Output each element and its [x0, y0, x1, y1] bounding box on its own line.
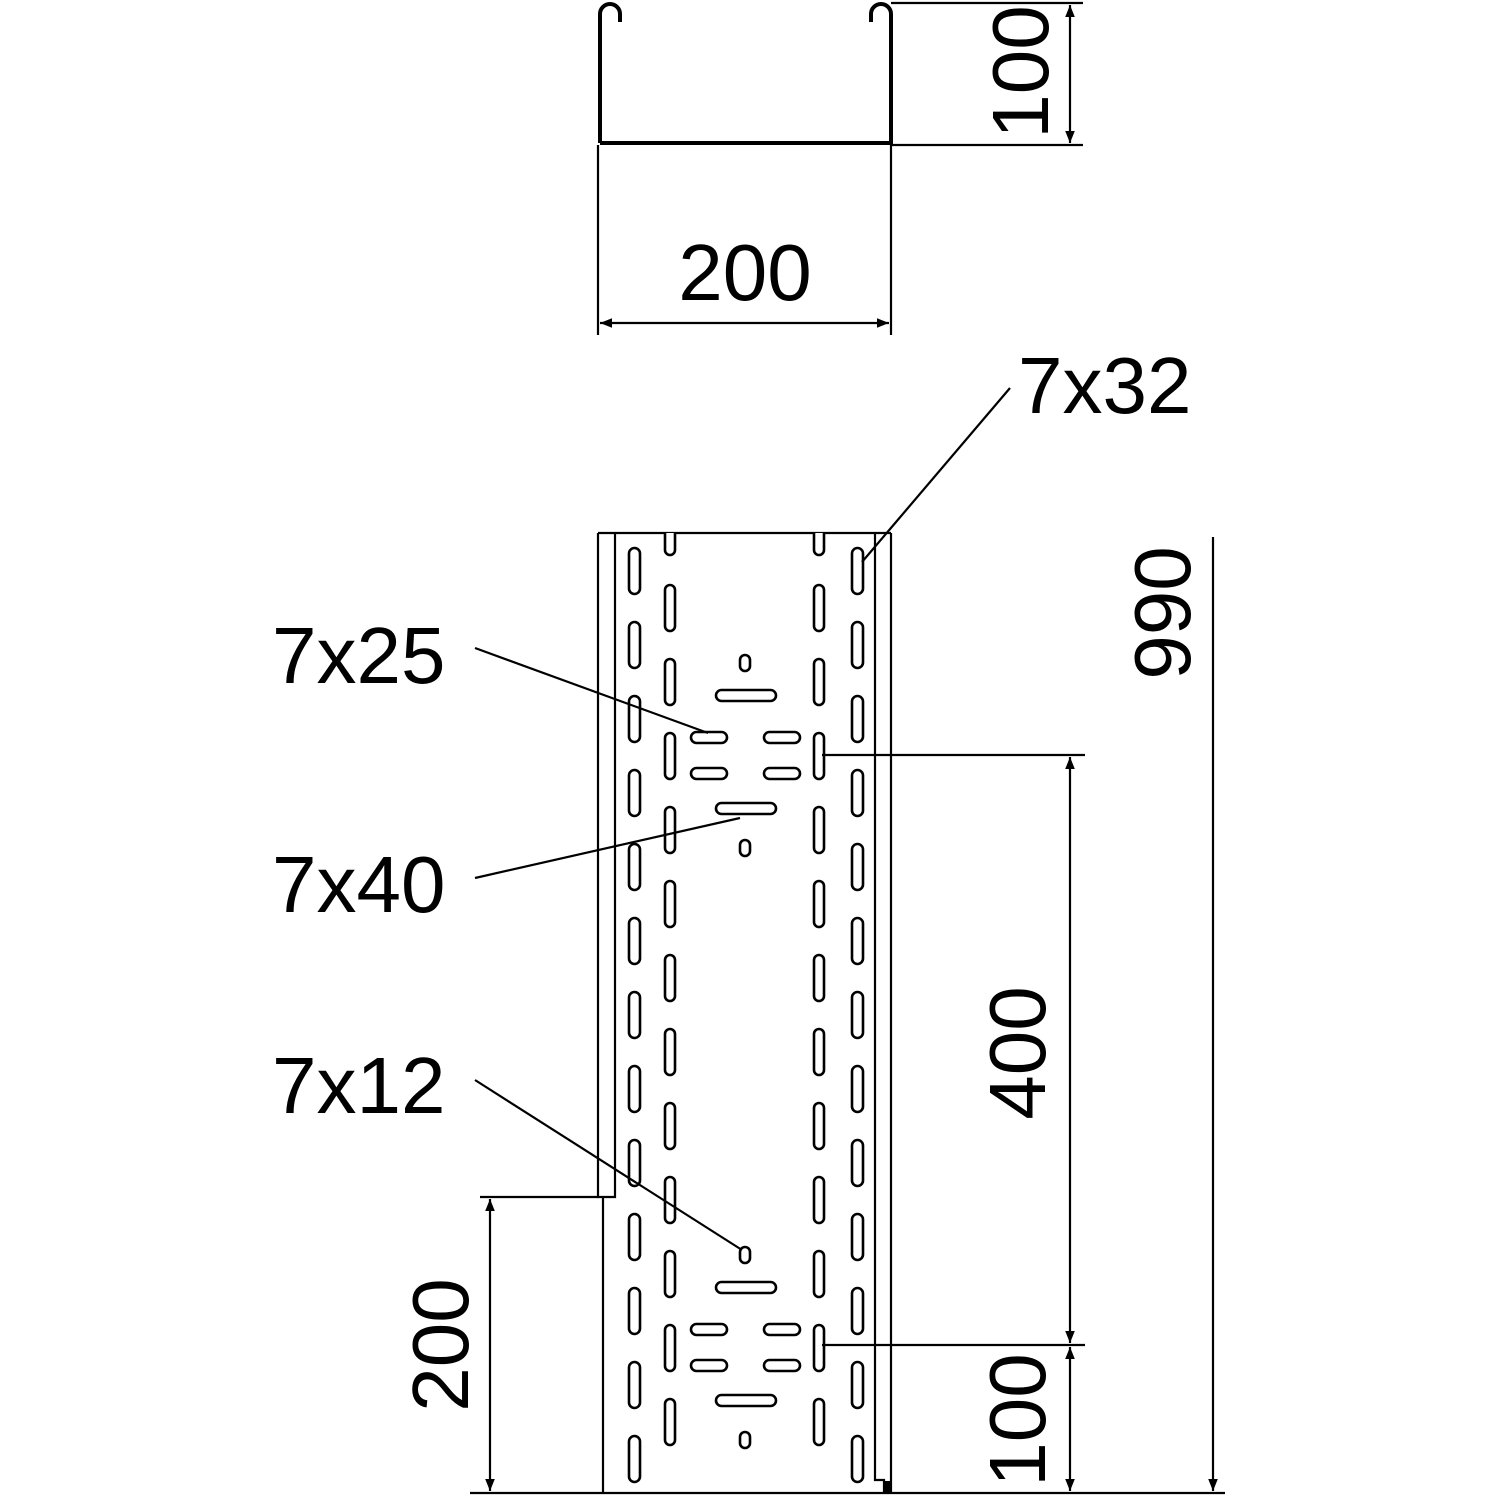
connector-slot	[762, 1322, 802, 1337]
side-slot	[850, 842, 865, 892]
tray-dimensions	[470, 537, 1225, 1495]
side-slot	[850, 916, 865, 966]
side-slot	[850, 546, 865, 596]
side-slot	[850, 990, 865, 1040]
base-slot	[812, 583, 826, 633]
side-slot	[850, 620, 865, 670]
side-slot	[850, 1064, 865, 1114]
side-slot	[627, 620, 642, 670]
base-slot	[812, 1027, 826, 1077]
base-slot	[812, 953, 826, 1003]
small-slot	[738, 653, 752, 673]
base-slot	[663, 1101, 677, 1151]
side-slot	[627, 546, 642, 596]
base-slot	[663, 1323, 677, 1373]
connector-slot	[689, 1358, 729, 1373]
long-slot	[714, 1280, 778, 1295]
side-slot	[850, 1360, 865, 1410]
side-slot	[850, 768, 865, 818]
callout-7x40: 7x40	[272, 840, 445, 929]
base-slot	[663, 731, 677, 781]
connector-slot	[689, 1322, 729, 1337]
side-slot	[627, 1434, 642, 1484]
hole-spacing-label: 400	[973, 986, 1062, 1119]
side-slot	[627, 990, 642, 1040]
callout-7x12: 7x12	[272, 1041, 445, 1130]
connector-slot	[762, 730, 802, 745]
small-slot	[738, 1430, 752, 1450]
side-slot	[850, 1212, 865, 1262]
base-slot	[812, 1397, 826, 1447]
side-slot	[627, 842, 642, 892]
connector-slot	[689, 766, 729, 781]
tray-plan-view	[596, 531, 893, 1493]
side-slot	[850, 1138, 865, 1188]
side-slot	[850, 1434, 865, 1484]
base-slot	[812, 1101, 826, 1151]
base-slot	[812, 1323, 826, 1373]
tray-length-label: 990	[1118, 546, 1207, 679]
side-slot	[627, 1064, 642, 1114]
profile-width-label: 200	[678, 228, 811, 317]
base-slot	[663, 953, 677, 1003]
connector-slot	[689, 730, 729, 745]
side-slot	[627, 1286, 642, 1336]
base-slot	[663, 1027, 677, 1077]
side-slot	[627, 694, 642, 744]
side-slot	[627, 1138, 642, 1188]
side-slot	[850, 694, 865, 744]
connector-slot	[762, 766, 802, 781]
callout-leaders	[474, 387, 1011, 1251]
base-slot	[812, 657, 826, 707]
base-slot	[663, 879, 677, 929]
side-slot	[627, 916, 642, 966]
base-slot	[663, 1175, 677, 1225]
base-slot	[812, 1249, 826, 1299]
base-slot	[812, 879, 826, 929]
side-slot	[850, 1286, 865, 1336]
side-slot	[627, 1360, 642, 1410]
profile-dimensions	[596, 1, 1083, 335]
connector-slot	[762, 1358, 802, 1373]
base-slot	[812, 1175, 826, 1225]
long-slot	[714, 688, 778, 703]
side-slot	[627, 1212, 642, 1262]
end-offset-label: 100	[973, 1353, 1062, 1486]
base-slot	[663, 805, 677, 855]
base-slot	[663, 1249, 677, 1299]
tray-cross-section	[598, 2, 893, 145]
small-slot	[738, 1245, 752, 1265]
base-slot	[663, 1397, 677, 1447]
profile-height-label: 100	[976, 5, 1065, 138]
base-slot	[812, 805, 826, 855]
side-slot	[627, 768, 642, 818]
overlap-label: 200	[396, 1278, 485, 1411]
long-slot	[714, 801, 778, 816]
small-slot	[738, 838, 752, 858]
long-slot	[714, 1393, 778, 1408]
base-slot	[663, 583, 677, 633]
callout-7x32: 7x32	[1018, 341, 1191, 430]
callout-7x25: 7x25	[272, 611, 445, 700]
base-slot	[663, 657, 677, 707]
